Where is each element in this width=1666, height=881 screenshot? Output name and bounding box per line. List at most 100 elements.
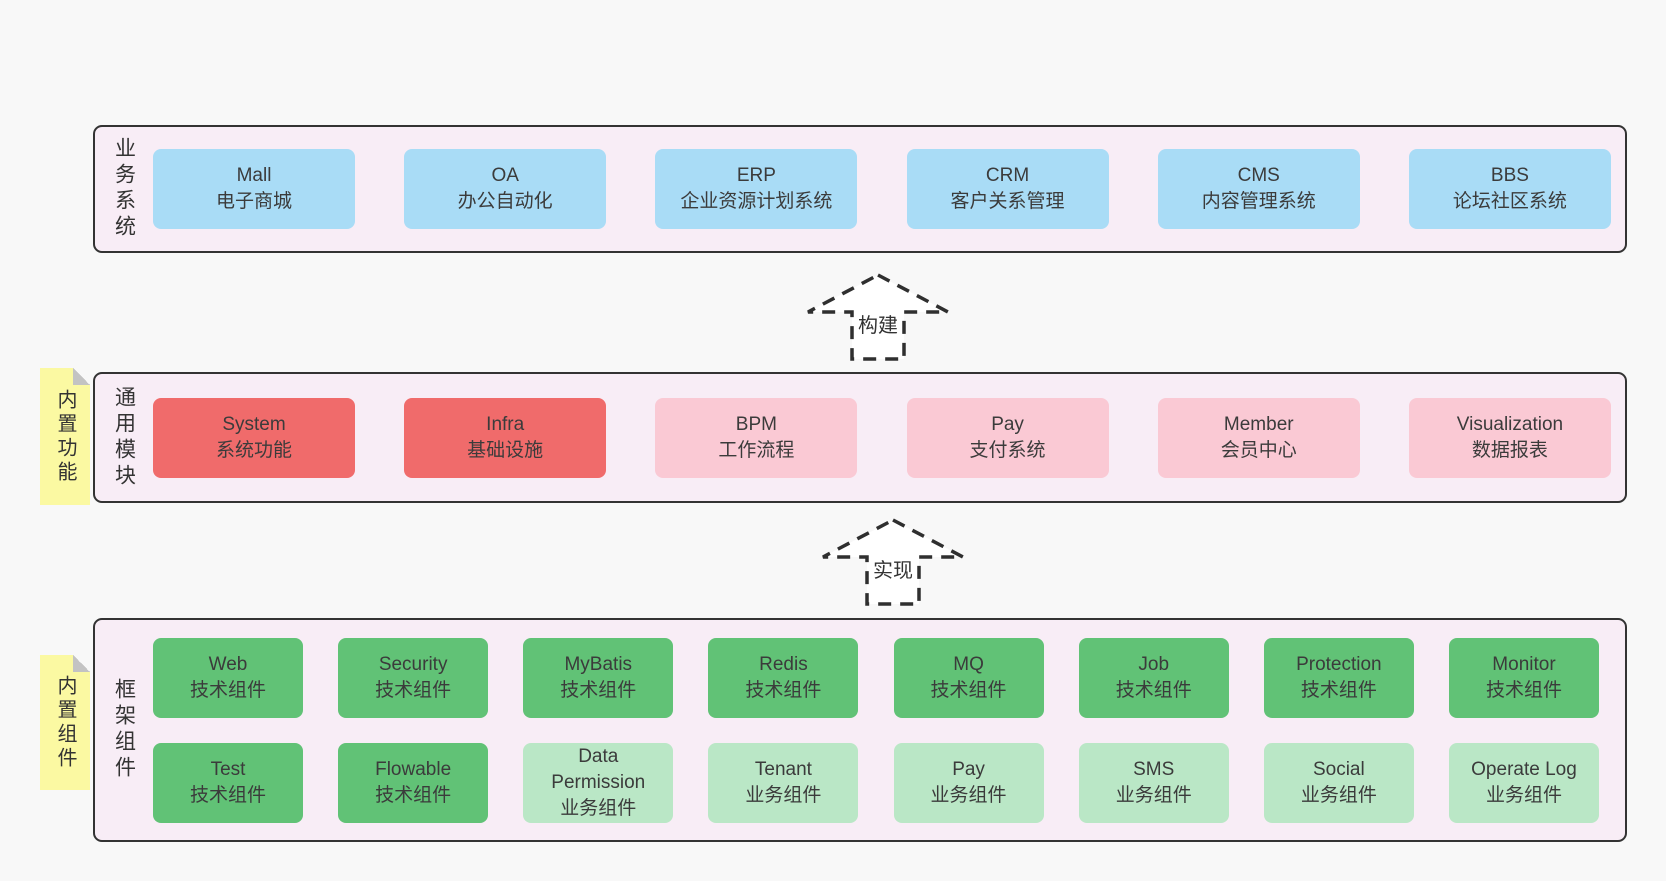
up-arrow-icon: 实现 bbox=[822, 518, 964, 606]
box-subtitle: 内容管理系统 bbox=[1201, 191, 1316, 212]
box-subtitle: 会员中心 bbox=[1220, 439, 1297, 461]
box-title: OA bbox=[491, 165, 519, 186]
arrow-label: 构建 bbox=[858, 314, 898, 337]
box-operate-log: Operate Log 业务组件 bbox=[1448, 742, 1599, 823]
box-infra: Infra 基础设施 bbox=[404, 397, 607, 478]
band-label-text: 业务系统 bbox=[112, 137, 136, 241]
box-subtitle: 技术组件 bbox=[930, 679, 1007, 701]
box-title: SMS bbox=[1133, 758, 1175, 780]
box-pay: Pay 支付系统 bbox=[906, 397, 1109, 478]
arrow-build: 构建 bbox=[798, 267, 958, 363]
box-subtitle: 工作流程 bbox=[718, 439, 795, 461]
box-title: BPM bbox=[735, 413, 777, 435]
box-subtitle: 基础设施 bbox=[467, 439, 544, 461]
box-title: ERP bbox=[736, 165, 776, 186]
band-label-text: 通用模块 bbox=[112, 385, 136, 490]
box-subtitle: 技术组件 bbox=[189, 784, 266, 806]
box-security: Security 技术组件 bbox=[338, 637, 489, 718]
box-title: Tenant bbox=[754, 758, 812, 780]
box-title: Pay bbox=[991, 413, 1024, 435]
box-subtitle: 业务组件 bbox=[1115, 784, 1192, 806]
box-subtitle: 技术组件 bbox=[375, 784, 452, 806]
sticky-note-text: 内置组件 bbox=[54, 674, 76, 771]
box-title: Social bbox=[1312, 758, 1365, 780]
box-title: Member bbox=[1223, 413, 1294, 435]
box-subtitle: 技术组件 bbox=[189, 679, 266, 701]
box-title: CRM bbox=[985, 165, 1030, 186]
box-title: Web bbox=[208, 653, 248, 675]
box-subtitle: 技术组件 bbox=[560, 679, 637, 701]
band-label-text: 框架组件 bbox=[112, 678, 136, 782]
box-title: Mall bbox=[236, 165, 272, 186]
box-oa: OA 办公自动化 bbox=[404, 149, 607, 229]
box-subtitle: 业务组件 bbox=[745, 784, 822, 806]
box-title: Data Permission bbox=[551, 745, 646, 793]
up-arrow-icon: 构建 bbox=[807, 273, 949, 361]
box-subtitle: 数据报表 bbox=[1471, 439, 1548, 461]
box-subtitle: 论坛社区系统 bbox=[1452, 191, 1567, 212]
arrow-implement: 实现 bbox=[813, 512, 973, 608]
band-label-components: 框架组件 bbox=[95, 620, 153, 840]
box-job: Job 技术组件 bbox=[1078, 637, 1229, 718]
component-row-1: Web 技术组件 Security 技术组件 MyBatis 技术组件 Redi… bbox=[153, 637, 1599, 718]
box-mall: Mall 电子商城 bbox=[153, 149, 355, 229]
box-title: Security bbox=[378, 653, 448, 675]
box-subtitle: 客户关系管理 bbox=[950, 191, 1065, 212]
box-subtitle: 技术组件 bbox=[375, 679, 452, 701]
box-flowable: Flowable 技术组件 bbox=[338, 742, 489, 823]
box-title: Pay bbox=[952, 758, 985, 780]
band-label-modules: 通用模块 bbox=[95, 374, 153, 501]
box-subtitle: 技术组件 bbox=[1115, 679, 1192, 701]
box-tenant: Tenant 业务组件 bbox=[708, 742, 859, 823]
box-title: Job bbox=[1138, 653, 1170, 675]
box-test: Test 技术组件 bbox=[153, 742, 303, 823]
box-redis: Redis 技术组件 bbox=[708, 637, 859, 718]
box-subtitle: 技术组件 bbox=[1485, 679, 1562, 701]
box-mybatis: MyBatis 技术组件 bbox=[523, 637, 674, 718]
box-title: MyBatis bbox=[564, 653, 633, 675]
box-protection: Protection 技术组件 bbox=[1263, 637, 1414, 718]
box-sms: SMS 业务组件 bbox=[1078, 742, 1229, 823]
arrow-label: 实现 bbox=[873, 559, 913, 582]
box-subtitle: 技术组件 bbox=[745, 679, 822, 701]
band-label-business: 业务系统 bbox=[95, 127, 153, 251]
box-title: Infra bbox=[486, 413, 525, 435]
component-row-2: Test 技术组件 Flowable 技术组件 Data Permission … bbox=[153, 742, 1599, 823]
box-bpm: BPM 工作流程 bbox=[655, 397, 858, 478]
box-subtitle: 办公自动化 bbox=[457, 191, 553, 212]
sticky-note-built-in-components: 内置组件 bbox=[40, 655, 90, 790]
box-title: Protection bbox=[1296, 653, 1382, 675]
box-subtitle: 业务组件 bbox=[1485, 784, 1562, 806]
box-member: Member 会员中心 bbox=[1157, 397, 1360, 478]
module-boxes-row: System 系统功能 Infra 基础设施 BPM 工作流程 Pay 支付系统… bbox=[153, 374, 1625, 501]
box-title: Test bbox=[210, 758, 246, 780]
box-web: Web 技术组件 bbox=[153, 637, 303, 718]
box-subtitle: 技术组件 bbox=[1300, 679, 1377, 701]
component-rows: Web 技术组件 Security 技术组件 MyBatis 技术组件 Redi… bbox=[153, 620, 1625, 840]
box-mq: MQ 技术组件 bbox=[893, 637, 1044, 718]
band-common-modules: 通用模块 System 系统功能 Infra 基础设施 BPM 工作流程 Pay… bbox=[93, 372, 1627, 503]
box-subtitle: 系统功能 bbox=[215, 439, 292, 461]
sticky-note-text: 内置功能 bbox=[54, 388, 76, 485]
business-boxes-row: Mall 电子商城 OA 办公自动化 ERP 企业资源计划系统 CRM 客户关系… bbox=[153, 127, 1625, 251]
box-title: Flowable bbox=[375, 758, 452, 780]
box-erp: ERP 企业资源计划系统 bbox=[655, 149, 858, 229]
box-title: Redis bbox=[759, 653, 808, 675]
box-subtitle: 业务组件 bbox=[930, 784, 1007, 806]
box-subtitle: 电子商城 bbox=[215, 191, 292, 212]
box-title: MQ bbox=[953, 653, 984, 675]
box-monitor: Monitor 技术组件 bbox=[1448, 637, 1599, 718]
box-subtitle: 业务组件 bbox=[1300, 784, 1377, 806]
box-subtitle: 业务组件 bbox=[560, 797, 637, 819]
box-visualization: Visualization 数据报表 bbox=[1408, 397, 1611, 478]
box-system: System 系统功能 bbox=[153, 397, 355, 478]
box-subtitle: 企业资源计划系统 bbox=[680, 191, 833, 212]
band-business-systems: 业务系统 Mall 电子商城 OA 办公自动化 ERP 企业资源计划系统 CRM… bbox=[93, 125, 1627, 253]
box-title: Operate Log bbox=[1471, 758, 1577, 780]
sticky-note-built-in-features: 内置功能 bbox=[40, 368, 90, 505]
box-data-permission: Data Permission 业务组件 bbox=[523, 742, 674, 823]
box-title: System bbox=[222, 413, 286, 435]
box-social: Social 业务组件 bbox=[1263, 742, 1414, 823]
box-bbs: BBS 论坛社区系统 bbox=[1408, 149, 1611, 229]
